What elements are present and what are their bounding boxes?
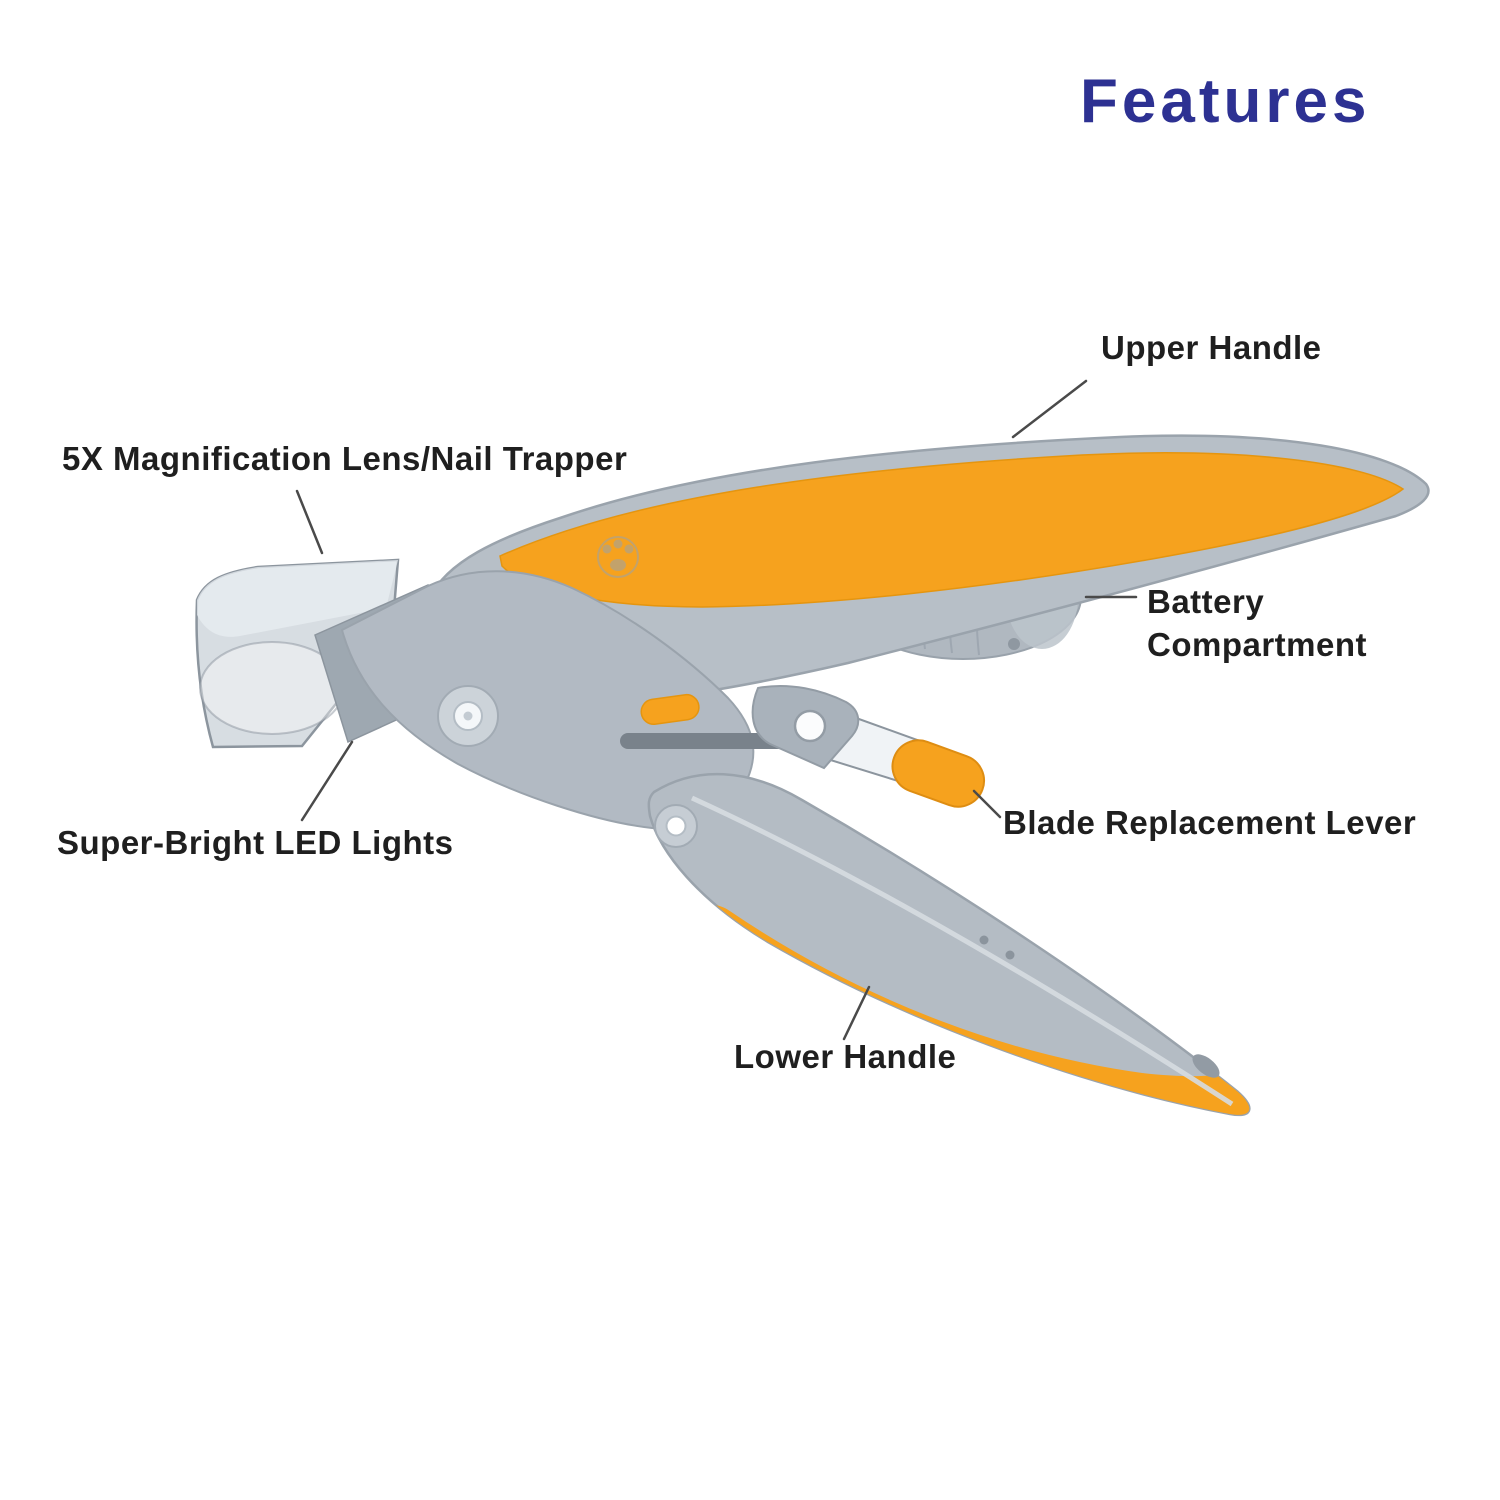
blade-lever-callout-line bbox=[972, 789, 1002, 819]
magnification-lens-shape bbox=[195, 558, 400, 749]
blade-replacement-lever-shape bbox=[751, 685, 986, 808]
battery-compartment-label: Battery Compartment bbox=[1147, 583, 1368, 663]
page-title: Features bbox=[1080, 67, 1371, 136]
led-lights-label: Super-Bright LED Lights bbox=[57, 824, 454, 861]
magnification-callout-line bbox=[295, 489, 324, 555]
upper-handle-shape bbox=[428, 434, 1430, 706]
led-callout-line bbox=[300, 740, 354, 822]
callout-lines bbox=[295, 379, 1138, 1041]
paw-logo-icon bbox=[597, 536, 639, 578]
release-button bbox=[640, 693, 700, 726]
lower-handle-callout-line bbox=[842, 985, 871, 1041]
lever-orange-cap bbox=[891, 739, 986, 808]
lower-handle-label: Lower Handle bbox=[734, 1038, 957, 1075]
upper-handle-label: Upper Handle bbox=[1101, 329, 1322, 366]
clipper-body-shape bbox=[340, 536, 810, 830]
lever-hole bbox=[793, 709, 827, 743]
battery-screw bbox=[1008, 638, 1020, 650]
upper-grip-pad bbox=[499, 452, 1405, 608]
blade-replacement-lever-label: Blade Replacement Lever bbox=[1003, 804, 1417, 841]
magnification-lens-label: 5X Magnification Lens/Nail Trapper bbox=[62, 440, 628, 477]
hang-hole bbox=[1192, 1054, 1220, 1078]
upper-handle-callout-line bbox=[1011, 379, 1088, 439]
